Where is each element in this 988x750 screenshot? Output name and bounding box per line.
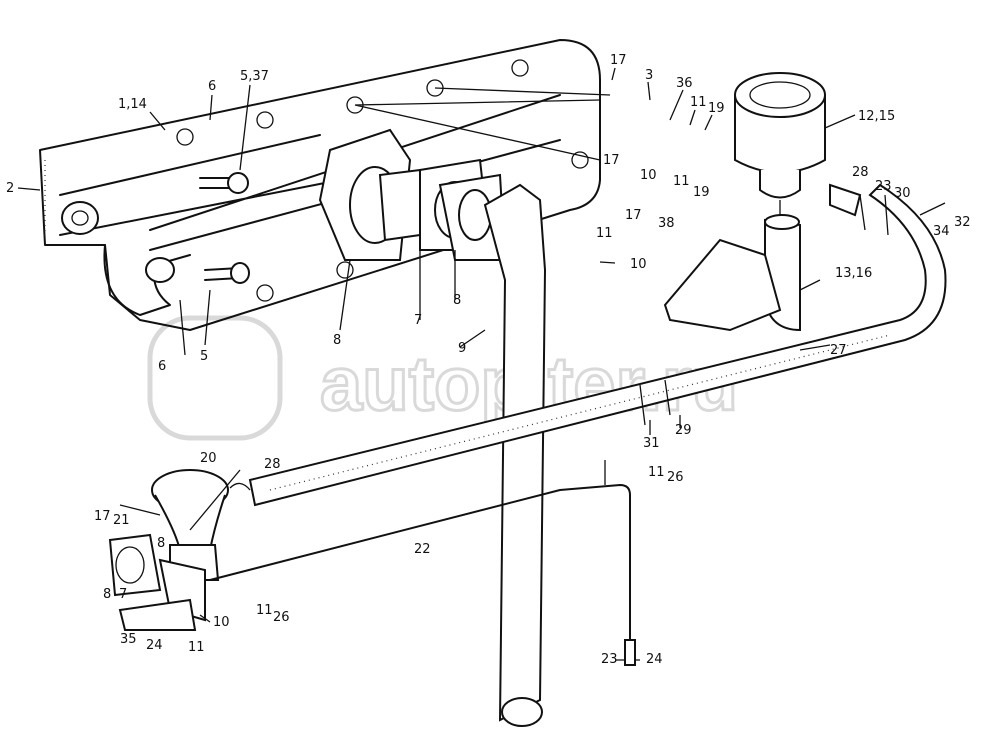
callout-label: 12,15: [858, 109, 895, 124]
callout-label: 8: [157, 536, 165, 551]
callout-label: 28: [852, 165, 869, 180]
callout-label: 24: [146, 638, 163, 653]
exhaust-tailpipe: [248, 183, 947, 507]
manifold-housing: [39, 39, 611, 331]
callout-label: 24: [646, 652, 663, 667]
callout-label: 3: [645, 68, 653, 83]
callout-label: 9: [458, 341, 466, 356]
callout-label: 22: [414, 542, 431, 557]
callout-label: 17: [94, 509, 111, 524]
lower-muffler-assembly: [108, 460, 636, 666]
callout-label: 11: [256, 603, 273, 618]
callout-label: 11: [188, 640, 205, 655]
callout-label: 11: [648, 465, 665, 480]
exhaust-downpipe: [483, 183, 547, 727]
callout-label: 34: [933, 224, 950, 239]
callout-label: 23: [601, 652, 618, 667]
callout-label: 6: [208, 79, 216, 94]
callout-label: 10: [630, 257, 647, 272]
callout-label: 10: [640, 168, 657, 183]
callout-label: 26: [273, 610, 290, 625]
callout-label: 17: [625, 208, 642, 223]
callout-label: 8: [333, 333, 341, 348]
callout-label: 17: [610, 53, 627, 68]
callout-label: 21: [113, 513, 130, 528]
callout-label: 11: [596, 226, 613, 241]
callout-label: 19: [693, 185, 710, 200]
callout-label: 7: [414, 313, 422, 328]
callout-label: 11: [690, 95, 707, 110]
callout-label: 1,14: [118, 97, 147, 112]
callout-label: 29: [675, 423, 692, 438]
callout-label: 7: [119, 587, 127, 602]
callout-label: 17: [603, 153, 620, 168]
callout-label: 31: [643, 436, 660, 451]
callout-label: 28: [264, 457, 281, 472]
callout-label: 36: [676, 76, 693, 91]
callout-labels: 1,14 6 5,37 2 17 3 36 11 19 12,15 17 10 …: [6, 53, 971, 667]
callout-label: 19: [708, 101, 725, 116]
callout-label: 11: [673, 174, 690, 189]
callout-label: 10: [213, 615, 230, 630]
flange-gaskets: [318, 128, 507, 261]
callout-label: 38: [658, 216, 675, 231]
callout-label: 8: [103, 587, 111, 602]
air-cleaner-muffler: [663, 72, 826, 332]
callout-label: 13,16: [835, 266, 872, 281]
callout-label: 6: [158, 359, 166, 374]
callout-label: 30: [894, 186, 911, 201]
callout-label: 5: [200, 349, 208, 364]
callout-label: 23: [875, 179, 892, 194]
callout-label: 8: [453, 293, 461, 308]
callout-label: 5,37: [240, 69, 269, 84]
leader-lines: [17, 67, 856, 661]
callout-label: 27: [830, 343, 847, 358]
callout-label: 2: [6, 181, 14, 196]
callout-label: 32: [954, 215, 971, 230]
callout-label: 20: [200, 451, 217, 466]
callout-label: 26: [667, 470, 684, 485]
callout-label: 35: [120, 632, 137, 647]
